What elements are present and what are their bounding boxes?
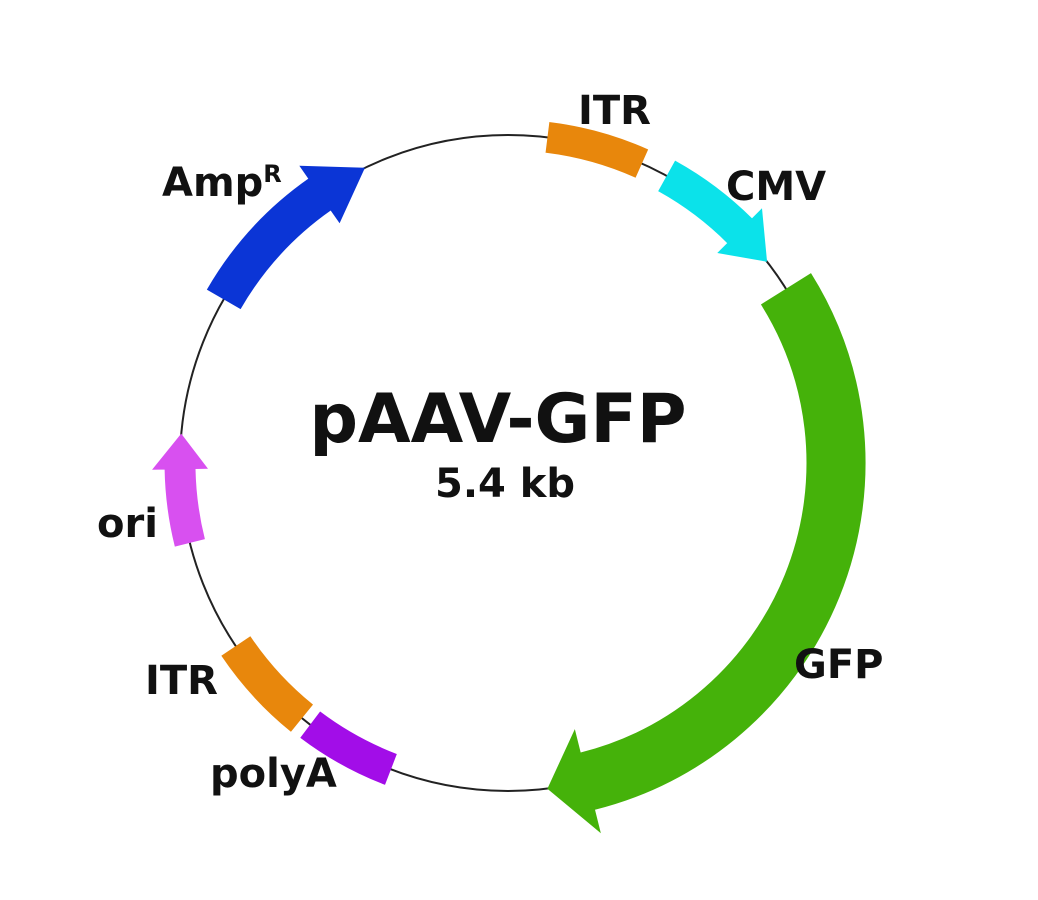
feature-label-ori: ori <box>97 501 158 547</box>
feature-segments <box>152 122 866 834</box>
feature-segment-polya <box>300 711 397 785</box>
feature-label-gfp: GFP <box>794 642 883 688</box>
feature-segment-itr-top <box>545 122 649 178</box>
feature-label-itr-bottom: ITR <box>145 658 218 704</box>
feature-segment-ampr <box>206 165 365 310</box>
ampr-label-superscript: R <box>263 160 281 188</box>
feature-label-itr-top: ITR <box>578 88 651 134</box>
feature-segment-ori <box>152 433 208 547</box>
feature-label-polya: polyA <box>210 751 337 797</box>
plasmid-size: 5.4 kb <box>435 461 575 507</box>
feature-label-cmv: CMV <box>726 164 826 210</box>
ampr-label-base: Amp <box>162 160 263 206</box>
feature-label-ampr: AmpR <box>162 160 282 206</box>
plasmid-name: pAAV-GFP <box>309 380 686 459</box>
feature-segment-itr-bottom <box>221 636 314 732</box>
feature-segment-cmv <box>658 160 768 262</box>
feature-segment-gfp <box>547 273 866 834</box>
